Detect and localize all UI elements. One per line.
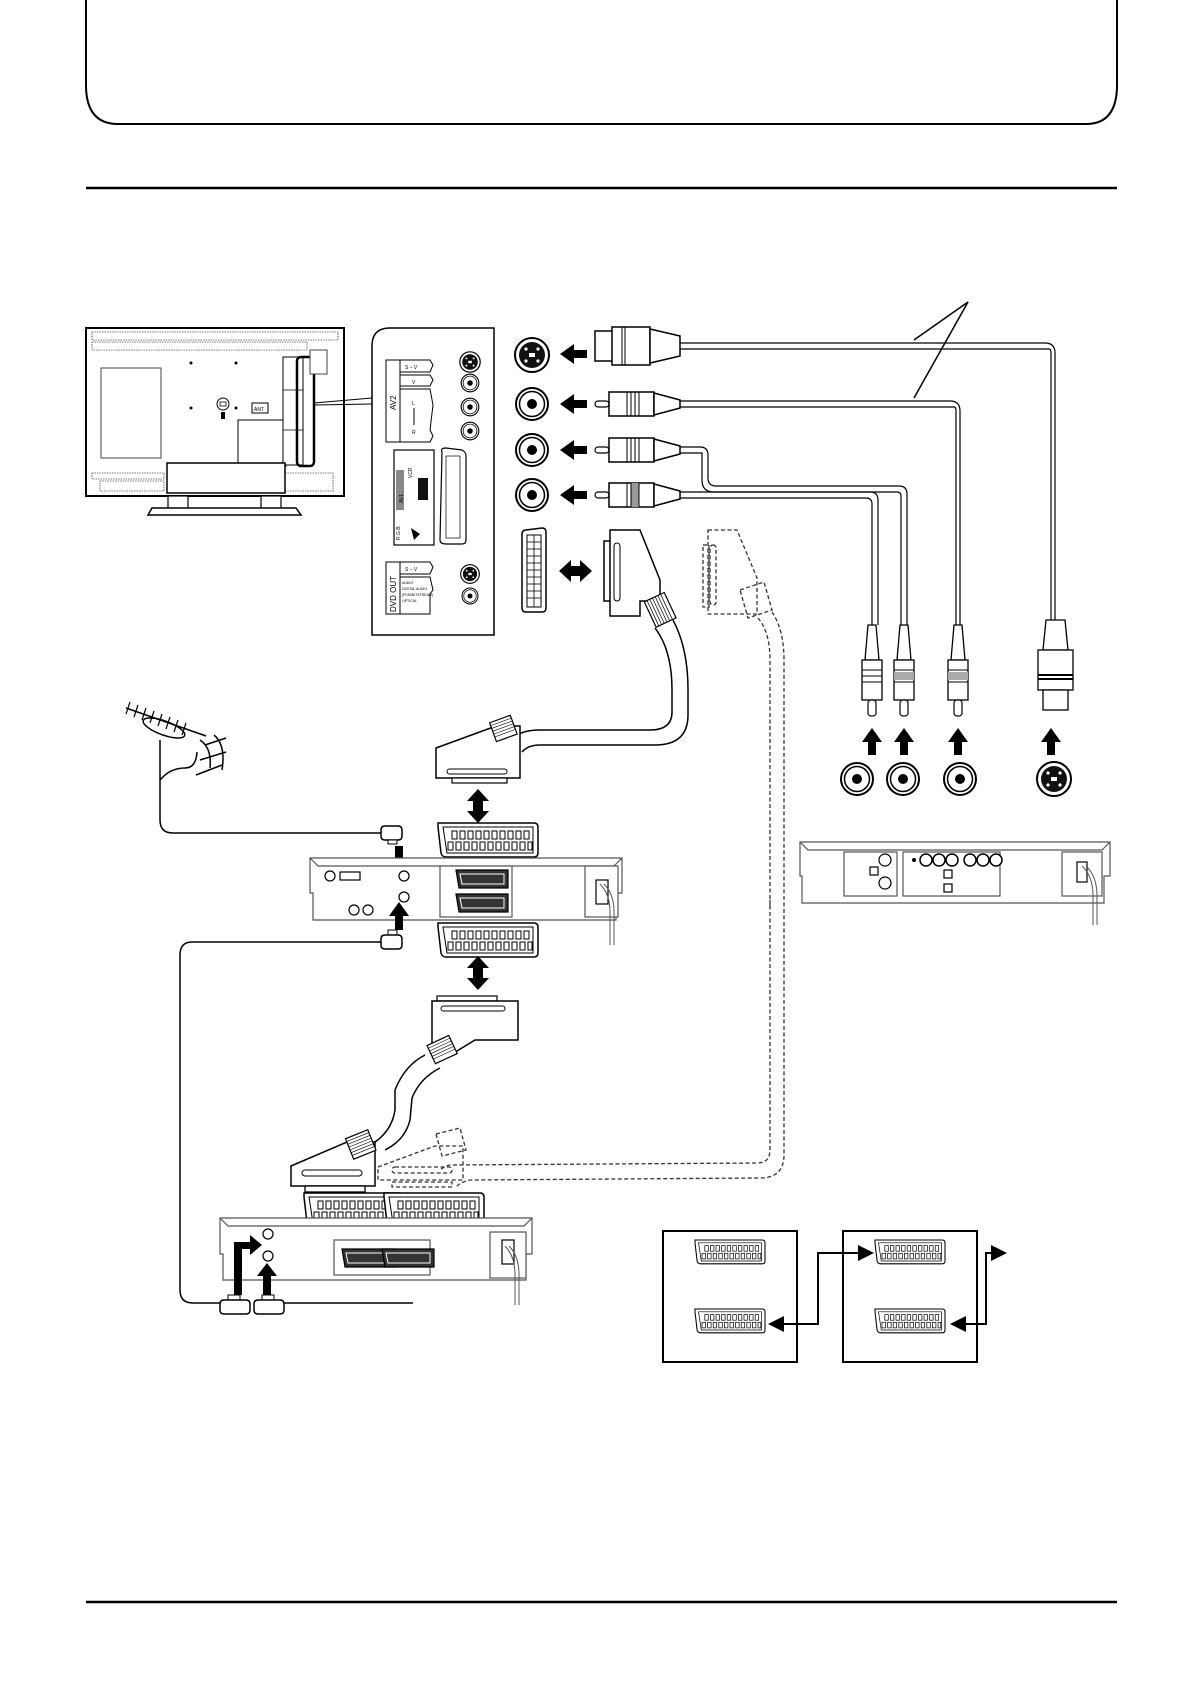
scart-plug-vcr-top — [435, 714, 521, 784]
arrow-left-icon — [560, 344, 587, 364]
audio-r-input-socket — [515, 478, 549, 512]
arrow-up-icon — [257, 1263, 277, 1295]
svideo-input-socket — [514, 337, 550, 373]
av2-label: AV2 — [389, 395, 398, 410]
arrow-up-icon — [1041, 728, 1061, 755]
tv-scart-socket — [521, 527, 547, 613]
audio-l-input-socket — [515, 433, 549, 467]
scart-cable-dashed — [439, 611, 785, 1189]
decoder-scart-socket-small-2 — [381, 1248, 435, 1268]
vcr-rear-panel — [309, 857, 623, 921]
rf-plug-decoder-out — [253, 1294, 285, 1315]
tv-connector-panel: AV2 S – V V L R AV1 VCR R.G.B. DVD OUT S… — [371, 327, 495, 636]
rca-plug-video — [594, 391, 681, 417]
arrow-up-icon — [948, 728, 968, 755]
scart-cable-tv-vcr — [509, 619, 689, 753]
rf-plug-decoder-in — [219, 1294, 251, 1315]
arrow-up-icon — [389, 902, 409, 930]
rca-plug-vertical-1 — [861, 624, 883, 717]
arrow-left-icon — [560, 394, 587, 414]
scart-plug-dashed-decoder — [377, 1127, 467, 1188]
scart-plug-dashed — [702, 529, 773, 619]
dvd-audio-line-1: AUDIO — [402, 581, 413, 585]
scart-plug-decoder — [290, 1128, 377, 1193]
arrow-up-icon — [862, 728, 882, 755]
vcr-scart-socket-bottom — [437, 922, 539, 958]
bidirectional-arrow-icon — [467, 956, 489, 990]
vcr-scart-socket-1 — [455, 869, 509, 889]
av2-sv-label: S – V — [405, 365, 418, 371]
scart-plug-vcr-bottom — [426, 995, 519, 1065]
av2-r-label: R — [412, 430, 416, 436]
device-svideo-socket — [1036, 761, 1072, 797]
scart-plug-to-tv — [603, 529, 677, 628]
vcr-label: VCR — [408, 467, 414, 478]
av-device-rear-panel — [799, 841, 1111, 904]
svideo-plug-vertical — [1037, 619, 1074, 711]
device-rca-socket-1 — [840, 762, 874, 796]
rca-plug-vertical-3 — [947, 624, 969, 717]
video-input-socket — [515, 387, 549, 421]
power-cord — [504, 1245, 520, 1305]
power-cord — [599, 883, 615, 945]
arrow-up-icon — [894, 728, 914, 755]
bidirectional-arrow-icon — [559, 560, 592, 582]
antenna-plug — [380, 825, 403, 845]
av-cables — [680, 342, 1056, 625]
vcr-scart-socket-2 — [455, 893, 509, 913]
header-box — [85, 0, 1118, 125]
device-rca-socket-2 — [886, 762, 920, 796]
rf-plug-vcr-out — [380, 929, 403, 950]
device-rca-socket-3 — [943, 762, 977, 796]
dvd-audio-line-3: (PCM/BITSTREAM) — [402, 593, 433, 597]
cable-callout-lines — [913, 301, 969, 399]
rgb-label: R.G.B. — [396, 525, 402, 540]
arrow-left-icon — [560, 485, 587, 505]
dvd-audio-line-4: OPTICAL — [402, 599, 417, 603]
scart-cable-vcr-decoder — [374, 1054, 441, 1151]
av1-label: AV1 — [399, 494, 405, 503]
scart-chain-links — [768, 1245, 1007, 1332]
dvd-sv-label: S – V — [405, 567, 418, 573]
av2-l-label: L — [412, 401, 415, 407]
bidirectional-arrow-icon — [467, 789, 489, 823]
vcr-scart-socket-top — [437, 822, 539, 858]
antenna-icon — [125, 701, 385, 834]
tv-rear-view: ANT — [85, 327, 373, 516]
svideo-plug — [594, 326, 681, 366]
rca-plug-vertical-2 — [893, 624, 915, 717]
ant-label: ANT — [254, 407, 264, 413]
dvd-out-label: DVD OUT — [389, 576, 398, 612]
arrow-bent-icon — [234, 1235, 262, 1295]
rca-plug-audio-r — [594, 482, 681, 508]
av2-v-label: V — [412, 380, 416, 386]
power-cord — [1081, 865, 1098, 925]
dvd-audio-line-2: DIGITAL AUDIO — [402, 587, 427, 591]
rf-cable-vcr-decoder — [179, 941, 381, 1304]
arrow-left-icon — [560, 440, 587, 460]
scart-chain-device-1 — [662, 1230, 798, 1363]
rca-plug-audio-l — [594, 437, 681, 463]
scart-chain-device-2 — [842, 1230, 978, 1363]
